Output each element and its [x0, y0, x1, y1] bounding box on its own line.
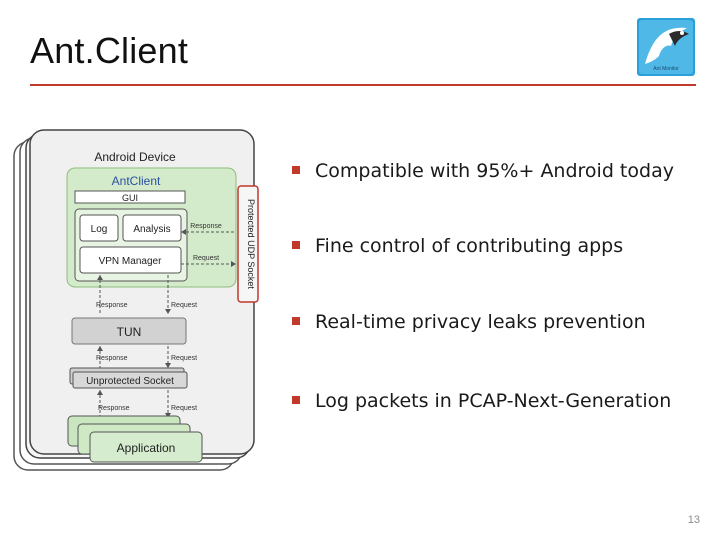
page-number: 13	[687, 514, 700, 526]
request-label-2: Request	[171, 355, 197, 362]
logo-caption: Ant Monitor	[653, 66, 679, 72]
bullet-item: Fine control of contributing apps	[292, 235, 623, 257]
bullet-text: Log packets in PCAP-Next-Generation	[315, 390, 672, 412]
antclient-label: AntClient	[112, 174, 161, 188]
bullet-text: Compatible with 95%+ Android today	[315, 160, 674, 182]
application-label: Application	[117, 441, 176, 455]
response-label-1: Response	[96, 302, 128, 309]
square-bullet-icon	[292, 166, 300, 174]
protected-socket-label: Protected UDP Socket	[246, 199, 256, 289]
request-label-top: Request	[193, 255, 219, 262]
unprotected-socket-label: Unprotected Socket	[86, 376, 174, 387]
response-label-top: Response	[190, 223, 222, 230]
bullet-item: Real-time privacy leaks prevention	[292, 311, 646, 333]
tun-label: TUN	[117, 325, 142, 339]
request-label-3: Request	[171, 405, 197, 412]
response-label-2: Response	[96, 355, 128, 362]
square-bullet-icon	[292, 396, 300, 404]
bullet-item: Compatible with 95%+ Android today	[292, 160, 674, 182]
architecture-diagram: Android Device AntClient GUI Log Analysi…	[10, 128, 270, 473]
request-label-1: Request	[171, 302, 197, 309]
bullet-text: Real-time privacy leaks prevention	[315, 311, 646, 333]
square-bullet-icon	[292, 241, 300, 249]
slide-title: Ant.Client	[30, 30, 189, 71]
vpn-manager-label: VPN Manager	[99, 256, 162, 267]
log-label: Log	[91, 224, 108, 235]
android-device-label: Android Device	[94, 150, 176, 164]
bullet-item: Log packets in PCAP-Next-Generation	[292, 390, 671, 412]
response-label-3: Response	[98, 405, 130, 412]
analysis-label: Analysis	[133, 224, 170, 235]
ant-logo-icon: Ant Monitor	[635, 16, 697, 78]
square-bullet-icon	[292, 317, 300, 325]
bullet-text: Fine control of contributing apps	[315, 235, 624, 257]
bullet-list: Compatible with 95%+ Android today Fine …	[292, 0, 712, 540]
title-divider	[30, 84, 696, 86]
gui-label: GUI	[122, 193, 138, 203]
